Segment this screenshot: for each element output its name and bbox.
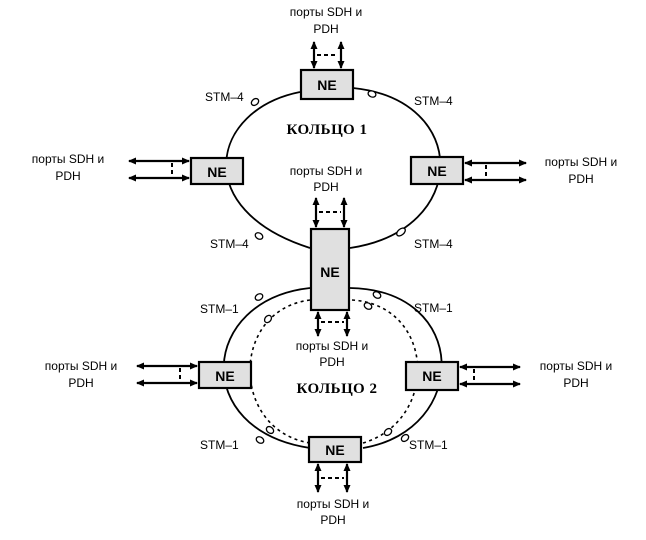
ne-label: NE xyxy=(325,442,344,458)
port-label-left-ring2: порты SDH и PDH xyxy=(45,359,117,390)
stm4-label: STM–4 xyxy=(210,237,249,251)
ne-label: NE xyxy=(215,368,234,384)
svg-text:PDH: PDH xyxy=(55,169,80,183)
svg-text:порты SDH и: порты SDH и xyxy=(290,164,362,178)
svg-text:PDH: PDH xyxy=(568,172,593,186)
ne-label: NE xyxy=(427,163,446,179)
port-arrows xyxy=(314,463,351,493)
svg-text:порты SDH и: порты SDH и xyxy=(45,359,117,373)
svg-text:PDH: PDH xyxy=(313,180,338,194)
link-connector xyxy=(363,302,373,310)
stm1-label: STM–1 xyxy=(200,438,239,452)
port-arrows xyxy=(310,41,345,69)
ring-1-title: КОЛЬЦО 1 xyxy=(287,122,368,138)
ring-2-title: КОЛЬЦО 2 xyxy=(297,381,378,397)
link-connector xyxy=(396,227,406,237)
link-connector xyxy=(400,433,410,443)
ne-node[interactable]: NE xyxy=(189,156,245,186)
ne-label: NE xyxy=(320,264,339,280)
svg-text:порты SDH и: порты SDH и xyxy=(297,497,369,511)
ne-label: NE xyxy=(207,164,226,180)
ring-2-inner-line xyxy=(249,299,311,444)
svg-text:PDH: PDH xyxy=(319,355,344,369)
svg-text:порты SDH и: порты SDH и xyxy=(296,339,368,353)
port-arrows xyxy=(459,363,521,388)
link-connector xyxy=(250,97,260,107)
port-label-left-ring1: порты SDH и PDH xyxy=(32,152,104,183)
port-arrows xyxy=(136,362,198,387)
ne-node[interactable]: NE xyxy=(197,360,253,390)
port-label-top: порты SDH и PDH xyxy=(290,5,362,36)
stm1-label: STM–1 xyxy=(409,438,448,452)
svg-text:PDH: PDH xyxy=(563,376,588,390)
port-arrows xyxy=(128,157,190,182)
ne-node[interactable]: NE xyxy=(404,360,460,392)
ring-1: КОЛЬЦО 1 STM–4 STM–4 STM–4 STM–4 xyxy=(205,87,453,251)
svg-text:PDH: PDH xyxy=(320,513,345,527)
stm1-label: STM–1 xyxy=(200,302,239,316)
stm1-label: STM–1 xyxy=(414,301,453,315)
ne-node[interactable]: NE xyxy=(307,435,363,464)
link-connector xyxy=(367,90,377,98)
svg-text:порты SDH и: порты SDH и xyxy=(545,155,617,169)
svg-text:порты SDH и: порты SDH и xyxy=(32,152,104,166)
svg-text:PDH: PDH xyxy=(313,22,338,36)
link-connector xyxy=(263,314,273,324)
port-arrows xyxy=(314,311,351,337)
svg-text:порты SDH и: порты SDH и xyxy=(290,5,362,19)
port-label-right-ring2: порты SDH и PDH xyxy=(540,359,612,390)
ne-node[interactable]: NE xyxy=(299,68,355,101)
svg-text:PDH: PDH xyxy=(68,376,93,390)
ne-node-shared[interactable]: NE xyxy=(309,227,351,312)
port-arrows xyxy=(464,159,527,184)
svg-text:порты SDH и: порты SDH и xyxy=(540,359,612,373)
link-connector xyxy=(383,427,393,437)
ne-label: NE xyxy=(422,368,441,384)
port-label-right-ring1: порты SDH и PDH xyxy=(545,155,617,186)
stm4-label: STM–4 xyxy=(414,237,453,251)
port-label-center-bottom: порты SDH и PDH xyxy=(296,339,368,369)
link-connector xyxy=(265,425,275,435)
port-label-bottom: порты SDH и PDH xyxy=(297,497,369,527)
port-arrows xyxy=(312,197,348,228)
link-connector xyxy=(372,291,382,299)
link-connector xyxy=(254,293,264,301)
stm4-label: STM–4 xyxy=(414,94,453,108)
ne-node[interactable]: NE xyxy=(409,155,465,186)
ne-label: NE xyxy=(317,77,336,93)
link-connector xyxy=(255,436,265,444)
stm4-label: STM–4 xyxy=(205,90,244,104)
link-connector xyxy=(254,232,264,240)
port-label-center-top: порты SDH и PDH xyxy=(290,164,362,194)
